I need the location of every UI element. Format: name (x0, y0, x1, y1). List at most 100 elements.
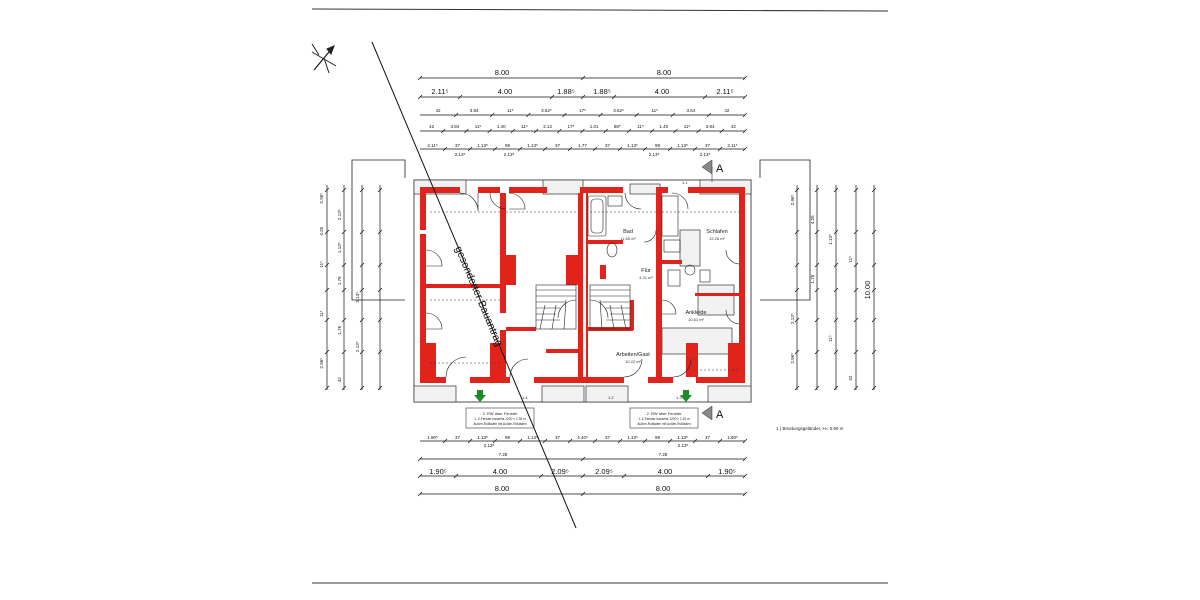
top-dim-row5b-1: 2.13⁵ (504, 152, 515, 157)
left-dim-0: 2.96⁵ (319, 193, 324, 204)
right-dim-6: 2.13⁵ (790, 313, 795, 324)
bottom-dim-row3-0: 1.90⁵ (429, 467, 447, 476)
room-name-bad: Bad (623, 229, 633, 235)
bottom-dim-row1-7: 37 (605, 435, 611, 440)
top-dim-row3-1: 3.84 (470, 108, 479, 113)
left-dim-5: 1.76 (337, 276, 342, 285)
top-dim-row5-10: 1.13⁵ (677, 143, 688, 148)
top-dim-row4-1: 3.84 (450, 124, 459, 129)
left-dim-4: 11⁵ (319, 261, 324, 268)
bottom-dim-row1-1: 37 (455, 435, 461, 440)
top-dim-row4-12: 3.84 (706, 124, 715, 129)
top-dim-row4-8: 88⁵ (614, 124, 621, 129)
balcony-outlines (351, 159, 811, 301)
window-note-left-line1: 2. RW über Fenster (483, 411, 518, 416)
top-dim-row3-3: 3.62⁵ (541, 108, 552, 113)
bottom-dim-row4-a: 8.00 (495, 484, 510, 493)
diagonal-boundary-line (371, 41, 577, 529)
top-dim-row3-7: 3.64 (686, 108, 695, 113)
dashed-overhead-lines (430, 211, 739, 371)
room-name-arbeiten-gast: Arbeiten/Gast (616, 352, 650, 358)
left-dim-6: 2.13⁵ (355, 292, 360, 303)
top-dim-row5-3: 99 (505, 143, 511, 148)
window-ref-2: 1.2 (608, 395, 614, 400)
section-marker-icon: A A (701, 159, 724, 421)
top-dim-row5-4: 1.13⁵ (527, 143, 538, 148)
top-dim-row3-2: 11⁵ (507, 108, 514, 113)
sheet-top-border (311, 8, 889, 12)
room-name-flur: Flur (641, 268, 651, 274)
top-dim-row5-12: 2.11⁵ (727, 143, 737, 148)
diagonal-label: gesonderter Bauantrag (452, 245, 505, 349)
room-area-arbeiten-gast: 10.22 m² (625, 359, 641, 364)
bottom-dim-row2-b: 7.28 (659, 452, 668, 457)
top-dim-row2-1: 4.00 (498, 87, 513, 96)
bottom-dim-row1-9: 99 (655, 435, 661, 440)
room-area-schlafen: 12.26 m² (709, 236, 725, 241)
left-dim-9: 2.13⁵ (355, 341, 360, 352)
top-dim-row5b-0: 2.13⁵ (455, 152, 466, 157)
top-dim-row5-6: 1.77 (578, 143, 587, 148)
top-dim-row5-2: 1.13⁵ (477, 143, 488, 148)
section-label-top: A (716, 163, 724, 175)
top-dim-row4-4: 11⁵ (521, 124, 528, 129)
top-dim-row1-b: 8.00 (657, 68, 672, 77)
bottom-dim-row4-b: 8.00 (656, 484, 671, 493)
top-dim-row4-13: 42 (731, 124, 737, 129)
left-dim-11: 42 (337, 377, 342, 383)
bottom-dim-row2-a: 7.28 (499, 452, 508, 457)
bottom-dim-row1-6: 4.40⁵ (577, 435, 588, 440)
staircase-left (535, 284, 577, 330)
top-dim-row2-0: 2.11⁵ (431, 87, 448, 96)
top-dim-row5-11: 37 (705, 143, 711, 148)
window-note-right-line2: 1. Z-Fenster bauseits 1200 × 1.20 m (638, 417, 690, 421)
top-dim-row5b-2: 2.13⁵ (649, 152, 660, 157)
window-ref-3: 1.3 (676, 395, 682, 400)
top-dim-row4-10: 1.40 (659, 124, 668, 129)
bottom-dim-row3-1: 4.00 (493, 467, 508, 476)
bottom-dim-row3-2: 2.09⁵ (551, 467, 569, 476)
right-dimension-block (794, 185, 877, 391)
right-dim-1: 4.25 (810, 215, 815, 224)
bottom-dim-row1-10: 1.13⁵ (677, 435, 688, 440)
room-area-bad: 11.65 m² (620, 236, 636, 241)
left-dim-8: 1.76 (337, 325, 342, 334)
top-dim-row4-2: 11⁵ (475, 124, 482, 129)
window-ref-labels: 1.1 1.2 1.3 1.4 (522, 180, 688, 400)
top-dim-row5-9: 99 (655, 143, 661, 148)
left-dim-3: 1.13⁵ (337, 242, 342, 253)
window-note-left-line3: Außen-Rollladen mit Außen-Rollladen (473, 422, 527, 426)
right-dim-2: 1.13⁵ (828, 234, 833, 245)
top-dim-row4-9: 11⁵ (637, 124, 644, 129)
window-note-right-line3: Außen-Rollladen mit Außen-Rollladen (637, 422, 691, 426)
top-dim-row5-8: 1.13⁵ (627, 143, 638, 148)
top-dim-row4-7: 1.01 (590, 124, 599, 129)
left-dim-7: 11⁵ (319, 310, 324, 317)
right-dim-8: 2.96⁵ (790, 353, 795, 364)
bottom-dim-row3-3: 2.09⁵ (595, 467, 613, 476)
room-area-flur: 4.21 m² (639, 275, 653, 280)
staircase-right (589, 284, 631, 330)
right-dim-7: 11⁵ (828, 335, 833, 342)
top-dim-row5b-3: 2.13⁵ (700, 152, 711, 157)
room-labels: Bad 11.65 m² Flur 4.21 m² Schlafen 12.26… (616, 229, 728, 364)
section-label-bottom: A (716, 409, 724, 421)
bottom-dim-row1-4: 1.13⁵ (527, 435, 538, 440)
top-dim-row5-1: 37 (455, 143, 461, 148)
window-ref-4: 1.4 (522, 395, 528, 400)
top-dim-row2-3: 1.88⁵ (593, 87, 611, 96)
top-dimension-texts: 8.00 8.00 2.11⁵ 4.00 1.88⁵ 1.88⁵ 4.00 2.… (427, 68, 737, 157)
bottom-dimension-block (417, 438, 748, 497)
window-arrow-icon (474, 390, 692, 402)
top-dim-row1-a: 8.00 (495, 68, 510, 77)
bottom-dim-row1-2: 1.13⁵ (477, 435, 488, 440)
top-dim-row4-5: 2.12 (543, 124, 552, 129)
bottom-dim-row3-4: 4.00 (658, 467, 673, 476)
railing-note: 1.) Brüstungsgeländer, H= 0.90 m (776, 426, 844, 431)
top-dim-row4-6: 17⁵ (567, 124, 574, 129)
